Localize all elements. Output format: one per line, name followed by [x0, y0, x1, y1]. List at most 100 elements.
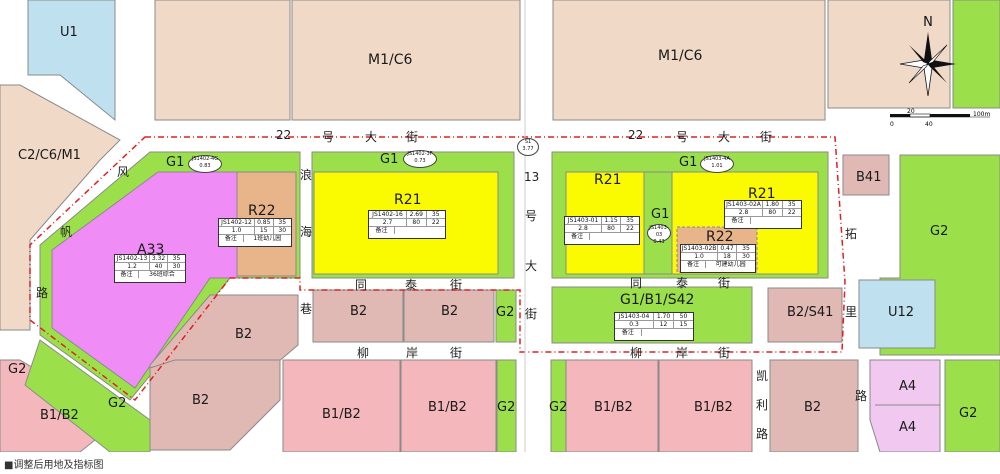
map-caption: ■调整后用地及指标图: [4, 460, 104, 471]
parcel-B2d: [403, 289, 495, 343]
parcel-B41: [842, 154, 890, 196]
label-G2d: G2: [549, 400, 568, 415]
label-G1a: G1: [166, 155, 185, 170]
street-kaili-2: 路: [756, 427, 769, 441]
street-13-3: 街: [525, 307, 538, 321]
street-langhai-2: 巷: [300, 302, 313, 316]
street-liuan-w-1: 岸: [406, 346, 419, 360]
label-R22b: R22: [706, 229, 734, 245]
land-use-map: U1 M1/C6 M1/C6 C2/C6/M1 G1 A33 R22 G1 R2…: [0, 0, 1000, 452]
parcel-B2c: [312, 289, 404, 343]
street-tongtai-w-2: 街: [450, 278, 463, 292]
label-U1: U1: [60, 25, 78, 40]
street-tongtai-w-0: 同: [355, 278, 368, 292]
parcel-B1B2b: [282, 359, 401, 452]
street-22-e-3: 街: [760, 130, 773, 144]
label-G2c: G2: [497, 400, 516, 415]
street-langhai-1: 海: [300, 225, 313, 239]
label-B1B2a: B1/B2: [40, 408, 79, 423]
street-liuan-e-0: 柳: [630, 346, 643, 360]
label-B2d: B2: [441, 304, 459, 319]
street-22-w-2: 大: [365, 130, 378, 144]
parcel-G2c: [496, 359, 517, 452]
street-13-0: 13: [524, 170, 540, 184]
street-tuoli-1: 里: [845, 305, 858, 319]
parcel-B1B2e: [658, 359, 753, 452]
label-G2l: G2: [8, 362, 27, 377]
label-G1c: G1: [679, 155, 698, 170]
scale-bar: 0 20 40 100m: [890, 108, 990, 128]
parcel-B1B2c: [400, 359, 497, 452]
label-R22a: R22: [248, 203, 276, 219]
street-liuan-w-2: 街: [450, 346, 463, 360]
street-22-w-1: 号: [322, 130, 335, 144]
street-tongtai-e-0: 同: [630, 276, 643, 290]
street-tongtai-e-2: 街: [718, 276, 731, 290]
street-liuan-e-1: 岸: [676, 346, 689, 360]
parcel-B2S41: [767, 287, 843, 343]
parcel-G2b: [24, 339, 151, 452]
street-22-w-0: 22: [276, 128, 292, 142]
parcel-A4: [869, 359, 941, 452]
street-13-1: 号: [525, 209, 538, 223]
label-B1B2c: B1/B2: [428, 400, 467, 415]
street-22-w-3: 街: [406, 130, 419, 144]
scale-tick-0: 0: [890, 121, 894, 128]
compass-icon: N: [899, 15, 956, 97]
street-kaili-1: 利: [756, 398, 769, 412]
label-G2b: G2: [108, 396, 127, 411]
parcel-U1: [27, 0, 116, 122]
street-liuan-w-0: 柳: [357, 346, 370, 360]
parcel-M1C6a: [291, 0, 521, 121]
label-B1B2b: B1/B2: [322, 407, 361, 422]
label-B2c: B2: [350, 304, 368, 319]
parcel-B1B2d: [565, 359, 659, 452]
label-B41: B41: [856, 170, 882, 185]
street-fengfan-0: 风: [117, 165, 130, 179]
street-liuan-e-2: 街: [718, 346, 731, 360]
parcel-B2e: [769, 359, 859, 452]
label-A4b: A4: [899, 420, 917, 435]
scale-unit: 100m: [973, 111, 990, 118]
planning-redline: [29, 136, 846, 402]
label-B2a: B2: [235, 327, 253, 342]
compass-north-label: N: [923, 15, 933, 30]
label-B1B2e: B1/B2: [694, 400, 733, 415]
label-R21a: R21: [394, 192, 422, 208]
parcel-M1C6b: [552, 0, 826, 121]
street-kaili-0: 凯: [756, 369, 769, 383]
scale-tick-20: 20: [907, 108, 915, 115]
label-M1C6a: M1/C6: [368, 52, 413, 68]
label-B2b: B2: [192, 393, 210, 408]
label-G1B1S42: G1/B1/S42: [620, 292, 695, 308]
parcel-M1C6a-left: [154, 0, 291, 121]
label-G1d: G1: [651, 207, 670, 222]
label-M1C6b: M1/C6: [658, 48, 703, 64]
parcel-U12: [858, 279, 936, 349]
label-G2a: G2: [496, 305, 515, 320]
label-R21c: R21: [748, 186, 776, 202]
street-tuoli-0: 拓: [845, 227, 858, 241]
parcel-top-right: [827, 0, 951, 109]
label-G1b: G1: [380, 152, 399, 167]
label-G2e: G2: [959, 406, 978, 421]
street-22-e-1: 号: [676, 130, 689, 144]
street-tuoli-2: 路: [855, 389, 868, 403]
scale-tick-40: 40: [925, 121, 933, 128]
street-fengfan-2: 路: [36, 286, 49, 300]
parcel-G2e: [944, 359, 1000, 452]
street-22-e-2: 大: [718, 130, 731, 144]
street-tongtai-e-1: 泰: [676, 276, 689, 290]
street-22-e-0: 22: [628, 128, 644, 142]
street-13-2: 大: [525, 259, 538, 273]
